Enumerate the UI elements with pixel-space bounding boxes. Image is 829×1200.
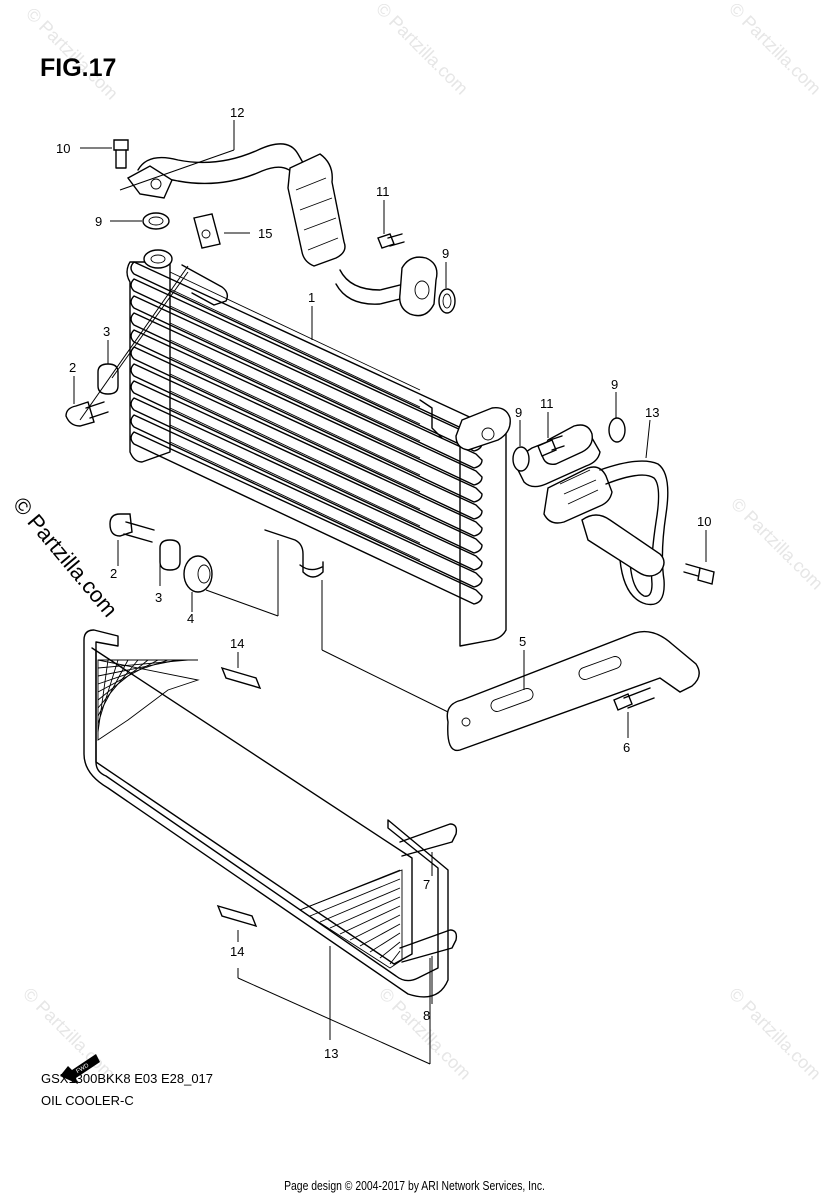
callout-11: 11 (376, 184, 390, 199)
watermark: © Partzilla.com (725, 0, 825, 99)
figure-title: FIG.17 (40, 54, 117, 82)
cooler-fin-shade (169, 424, 421, 544)
mounting-bracket (446, 630, 700, 752)
cooler-fin-shade (169, 441, 421, 561)
callout-10: 10 (56, 141, 70, 156)
assembly-name: OIL COOLER-C (41, 1093, 134, 1108)
cooler-fin (130, 329, 483, 503)
callout-2: 2 (110, 566, 117, 581)
cooler-fin-shade (169, 356, 421, 476)
callout-9: 9 (442, 246, 449, 261)
cooler-fin-shade (169, 390, 421, 510)
callout-13: 14 (230, 944, 244, 959)
leader-lines (73, 120, 707, 1065)
callout-12: 13 (324, 1046, 338, 1061)
model-code: GSX1300BKK8 E03 E28_017 (41, 1071, 214, 1086)
cooler-fin-shade (169, 271, 421, 391)
callout-15: 15 (258, 226, 272, 241)
side-watermark: © Partzilla.com (8, 492, 122, 622)
callout-3: 3 (103, 324, 110, 339)
oil-hose-right (517, 424, 669, 606)
callout-9: 9 (611, 377, 618, 392)
callout-6: 6 (623, 740, 630, 755)
callout-10: 10 (697, 514, 711, 529)
callout-9: 9 (515, 405, 522, 420)
cooler-fin-shade (169, 288, 421, 408)
oil-cooler-core (126, 249, 511, 647)
copyright-footer: Page design © 2004-2017 by ARI Network S… (284, 1178, 545, 1193)
bolt-6 (613, 687, 655, 711)
cooler-guard (83, 629, 458, 998)
cooler-fin (130, 312, 483, 486)
callout-2: 2 (69, 360, 76, 375)
watermark: © Partzilla.com (725, 984, 825, 1084)
callout-9: 9 (95, 214, 102, 229)
callout-7: 12 (230, 105, 244, 120)
callout-14: 7 (423, 877, 430, 892)
cooler-fin-shade (169, 373, 421, 493)
cooler-fin (130, 363, 483, 537)
cooler-fin-shade (169, 339, 421, 459)
watermark: © Partzilla.com (375, 984, 475, 1084)
callout-1: 1 (308, 290, 315, 305)
cooler-fin (130, 380, 483, 554)
cooler-fin-shade (169, 407, 421, 527)
cooler-fin-shade (169, 322, 421, 442)
cooler-fin (130, 295, 483, 469)
callout-14: 8 (423, 1008, 430, 1023)
cooler-fin-shade (169, 305, 421, 425)
cooler-fin (130, 414, 483, 588)
watermark: © Partzilla.com (727, 494, 827, 594)
cooler-fin (130, 397, 483, 571)
callouts: 12 10 9 15 11 9 1 3 2 9 11 9 13 10 2 3 4… (56, 105, 711, 1061)
callout-11: 11 (540, 396, 554, 411)
callout-13: 14 (230, 636, 244, 651)
callout-5: 5 (519, 634, 526, 649)
callout-3: 3 (155, 590, 162, 605)
guard-mesh (97, 659, 401, 965)
callout-4: 4 (187, 611, 194, 626)
watermark: © Partzilla.com (372, 0, 472, 99)
cooler-fin (130, 431, 483, 605)
callout-8: 13 (645, 405, 659, 420)
oil-hose-upper (126, 143, 438, 317)
